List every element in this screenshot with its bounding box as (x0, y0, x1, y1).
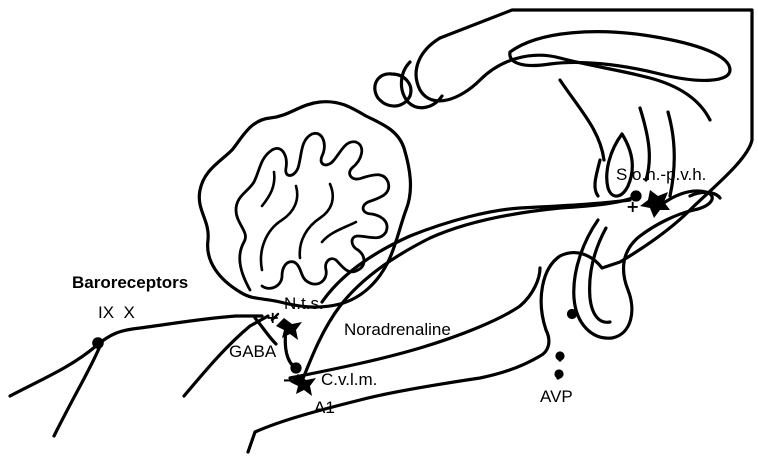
avp-drop-1 (557, 353, 563, 359)
tectum-blob (375, 74, 411, 106)
cerebellum-inner-fold-3 (322, 222, 356, 242)
son-neuron-icon (640, 190, 670, 218)
noradrenaline-label: Noradrenaline (344, 321, 451, 338)
cerebellum-inner-fold-2 (300, 184, 333, 258)
avp-label: AVP (540, 388, 573, 405)
avp-drop-2 (556, 371, 562, 377)
lobe-terminal-dot (569, 311, 576, 318)
afferent-fiber-1 (10, 316, 262, 396)
cvlm-label: C.v.l.m. (321, 371, 377, 388)
cvlm-minus-sign: − (282, 372, 297, 390)
cerebellum-folia (236, 133, 389, 290)
baroreceptors-label: Baroreceptors (72, 274, 188, 291)
son-plus-sign: + (626, 199, 639, 215)
ganglion-dot (94, 339, 102, 347)
a1-label: A1 (314, 399, 335, 416)
gaba-label: GABA (229, 343, 276, 360)
thalamus-line-1 (560, 80, 604, 160)
nts-label: N.t.s. (284, 295, 324, 312)
hypothalamus-inner (590, 228, 610, 322)
son-pvh-label: S.o.n.-p.v.h. (616, 166, 706, 183)
cranial-nerves-label: IX X (98, 304, 135, 321)
thalamus-contour (416, 38, 710, 120)
nts-plus-sign: + (266, 310, 279, 326)
nts-neuron-icon (276, 318, 302, 340)
cerebellum-outline (199, 102, 410, 307)
cerebellum-inner-fold-4 (262, 172, 274, 206)
thalamus-line-4 (595, 160, 600, 196)
